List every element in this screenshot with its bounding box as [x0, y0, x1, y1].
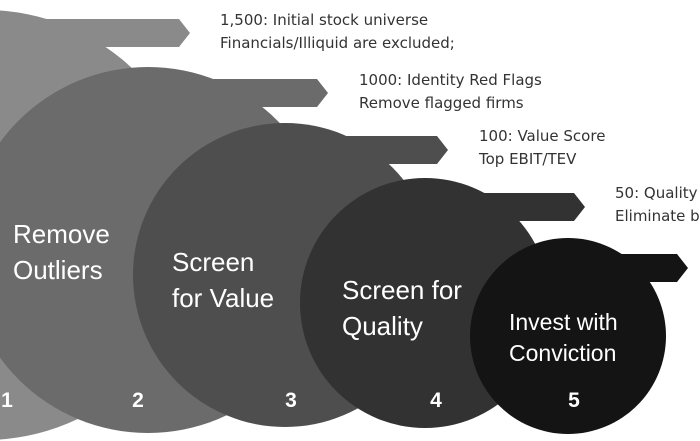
step-2-description-line-1: 1000: Identity Red Flags	[359, 71, 542, 89]
step-2-number: 2	[132, 389, 144, 412]
step-5-title-line-1: Invest with	[509, 309, 618, 335]
step-2-description: 1000: Identity Red Flags Remove flagged …	[359, 69, 542, 115]
step-2-description-line-2: Remove flagged firms	[359, 94, 524, 112]
step-5-title-line-2: Conviction	[509, 340, 616, 366]
step-3-description-line-1: 100: Value Score	[479, 127, 606, 145]
step-3-title-line-1: Screen	[172, 247, 254, 277]
step-3-description: 100: Value Score Top EBIT/TEV	[479, 125, 605, 171]
step-5-circle	[470, 238, 666, 434]
step-3-number: 3	[285, 389, 297, 412]
step-1-number: 1	[1, 389, 13, 412]
step-4-title-line-1: Screen for	[342, 275, 462, 305]
step-4-description-line-2: Eliminate b	[615, 207, 700, 225]
step-1-title: Remove Outliers	[13, 219, 117, 285]
step-1-description: 1,500: Initial stock universe Financials…	[220, 9, 455, 55]
step-4-description: 50: Quality Eliminate b	[615, 182, 700, 228]
step-1-description-line-1: 1,500: Initial stock universe	[220, 11, 429, 29]
step-3-title-line-2: for Value	[172, 283, 274, 313]
step-5-number: 5	[568, 389, 580, 412]
step-3-description-line-2: Top EBIT/TEV	[479, 150, 577, 168]
step-4-description-line-1: 50: Quality	[615, 184, 698, 202]
step-4-title-line-2: Quality	[342, 311, 423, 341]
step-4-number: 4	[430, 389, 442, 412]
step-5	[470, 238, 688, 434]
step-1-title-line-2: Outliers	[13, 255, 103, 285]
step-1-title-line-1: Remove	[13, 219, 110, 249]
step-5-title: Invest with Conviction	[509, 309, 624, 366]
step-4-title: Screen for Quality	[342, 275, 469, 341]
step-3-title: Screen for Value	[172, 247, 274, 313]
step-1-description-line-2: Financials/Illiquid are excluded;	[220, 34, 455, 52]
